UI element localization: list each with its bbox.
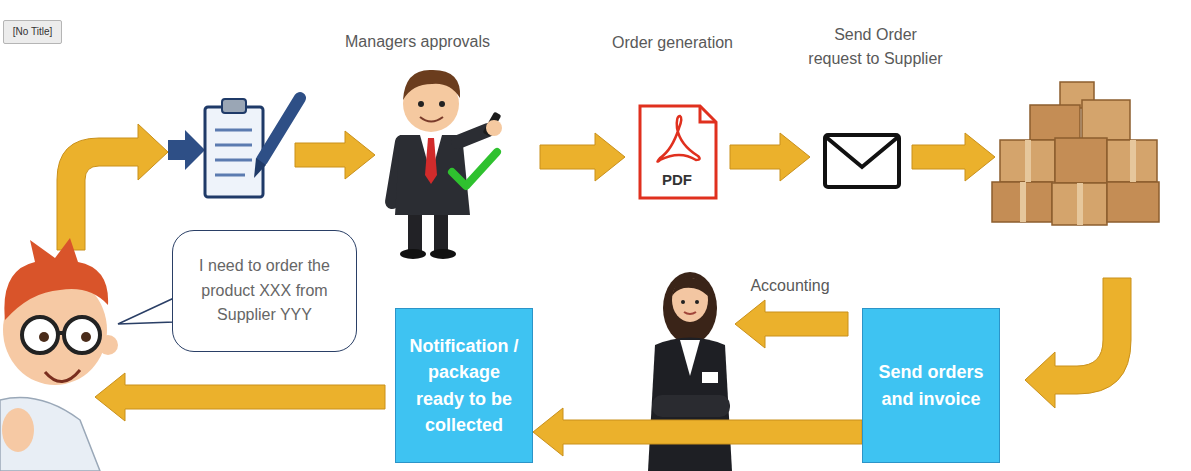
flow-arrow-part <box>295 131 375 179</box>
boy-figure <box>0 238 118 471</box>
package-pile-part <box>1055 138 1107 183</box>
package-pile-part <box>1082 100 1130 140</box>
title-tag: [No Title] <box>3 20 62 44</box>
form-icon-part <box>254 158 266 178</box>
node-text: Send orders and invoice <box>871 359 991 411</box>
boy-figure-part <box>39 332 49 342</box>
envelope-icon <box>825 135 899 187</box>
flow-arrow-part <box>1025 278 1131 408</box>
pdf-icon-part <box>700 106 716 122</box>
envelope-icon-part <box>826 137 898 167</box>
form-icon-part <box>262 98 300 160</box>
package-pile-part <box>1020 182 1026 222</box>
package-pile-part <box>1077 183 1083 225</box>
accountant-figure-part <box>672 278 708 322</box>
manager-figure-part <box>434 210 448 252</box>
package-pile-part <box>1000 140 1055 182</box>
node-text: I need to order the product XXX from Sup… <box>185 254 344 328</box>
flow-arrow-part <box>540 133 625 181</box>
accountant-figure-part <box>680 340 700 376</box>
boy-figure-part <box>0 398 100 471</box>
speech-tail-part <box>118 298 174 324</box>
flow-arrow-part <box>57 124 168 250</box>
form-icon-part <box>215 159 252 162</box>
manager-figure-part <box>430 249 456 259</box>
package-pile-part <box>1107 182 1159 222</box>
boy-figure-part <box>22 317 58 353</box>
pdf-icon <box>640 106 716 198</box>
boy-figure-part <box>58 331 64 335</box>
package-pile-part <box>1052 183 1107 225</box>
manager-figure-part <box>439 101 445 107</box>
manager-figure-part <box>420 117 443 122</box>
step-label: Send Order request to Supplier <box>807 23 944 71</box>
manager-figure-part <box>425 138 437 184</box>
boy-figure-part <box>64 317 100 353</box>
step-label: Managers approvals <box>320 30 515 54</box>
accountant-figure-part <box>695 300 699 304</box>
speech-tail <box>118 298 174 324</box>
flow-arrow <box>533 408 862 456</box>
accountant-figure-part <box>672 278 708 296</box>
manager-figure-part <box>400 249 426 259</box>
manager-figure-part <box>418 101 424 107</box>
accountant-figure-part <box>684 312 696 314</box>
form-icon <box>168 98 300 197</box>
accountant-figure-part <box>648 338 732 471</box>
accountant-figure-part <box>702 372 718 383</box>
package-pile-part <box>1025 140 1031 182</box>
boy-figure-part <box>81 332 91 342</box>
node-text: [No Title] <box>13 26 52 38</box>
flow-arrow-part <box>95 373 385 421</box>
manager-figure-part <box>452 152 497 186</box>
speech-bubble: I need to order the product XXX from Sup… <box>172 230 357 352</box>
package-pile-part <box>992 182 1052 222</box>
envelope-icon-part <box>825 135 899 187</box>
step-label: Order generation <box>590 31 755 55</box>
process-box: Notification / package ready to be colle… <box>395 308 533 463</box>
accountant-figure-part <box>681 300 685 304</box>
form-icon-part <box>205 107 263 197</box>
boy-figure-part <box>4 238 108 320</box>
pdf-icon-part <box>658 116 700 162</box>
package-pile-part <box>1030 105 1080 140</box>
form-icon-part <box>215 129 252 132</box>
accountant-figure-part <box>652 395 730 417</box>
flow-arrow-part <box>912 133 995 181</box>
manager-figure-part <box>486 120 502 136</box>
package-pile-part <box>1130 140 1136 182</box>
boy-figure-part <box>2 408 34 452</box>
manager-figure-part <box>403 70 460 100</box>
node-text: Notification / package ready to be colle… <box>404 333 524 437</box>
accountant-figure-part <box>663 272 717 344</box>
package-pile <box>992 82 1159 225</box>
icon-label: PDF <box>647 169 707 192</box>
package-pile-part <box>1107 140 1157 182</box>
form-icon-part <box>215 174 245 177</box>
manager-figure-part <box>483 112 502 137</box>
process-box: Send orders and invoice <box>862 308 1000 463</box>
form-icon-part <box>215 144 252 147</box>
form-icon-part <box>222 99 246 113</box>
step-label: Accounting <box>738 274 842 298</box>
flow-arrow-part <box>735 300 848 348</box>
form-icon-part <box>168 130 205 170</box>
boy-figure-part <box>45 370 80 382</box>
pdf-icon-part <box>640 106 716 198</box>
manager-figure-part <box>408 210 422 252</box>
flow-arrow-part <box>730 133 810 181</box>
manager-figure <box>392 70 502 259</box>
